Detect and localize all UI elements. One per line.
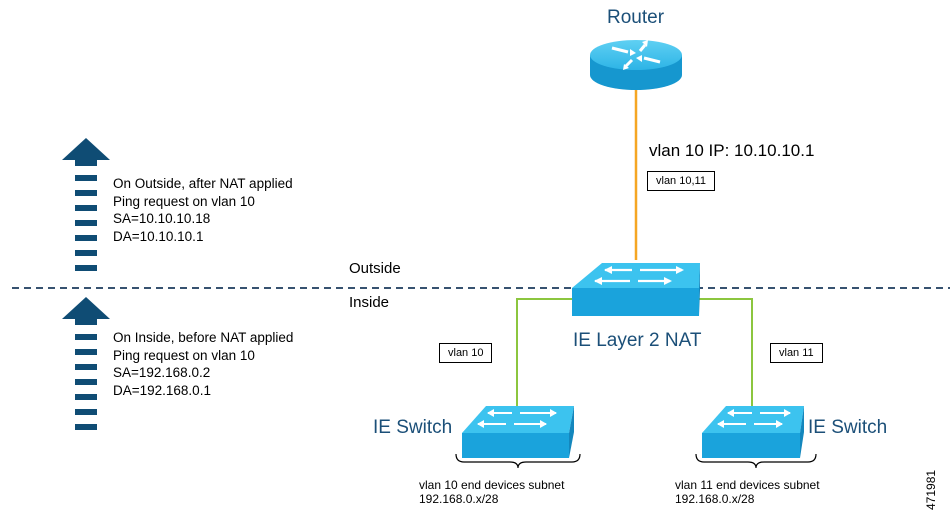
left-vlan-label: vlan 10	[439, 343, 493, 363]
inside-note-line2: Ping request on vlan 10	[113, 347, 255, 363]
left-subnet-brace	[455, 453, 581, 469]
right-subnet-line1: vlan 11 end devices subnet	[675, 478, 820, 492]
left-ie-switch-icon	[462, 406, 574, 458]
inside-note-line4: DA=192.168.0.1	[113, 382, 211, 398]
vlan-ip-label: vlan 10 IP: 10.10.10.1	[649, 141, 815, 160]
right-subnet-brace	[695, 453, 817, 469]
outside-note: On Outside, after NAT applied Ping reque…	[113, 175, 293, 245]
trunk-vlan-label: vlan 10,11	[647, 171, 715, 191]
outside-note-line3: SA=10.10.10.18	[113, 211, 211, 226]
right-subnet-info: vlan 11 end devices subnet 192.168.0.x/2…	[675, 478, 820, 506]
inside-note-line1: On Inside, before NAT applied	[113, 330, 294, 345]
right-switch-label: IE Switch	[808, 417, 888, 438]
router-icon	[590, 40, 682, 90]
left-subnet-line2: 192.168.0.x/28	[419, 492, 499, 506]
inside-note-line3: SA=192.168.0.2	[113, 365, 211, 380]
nat-switch-label: IE Layer 2 NAT	[573, 330, 702, 351]
left-subnet-line1: vlan 10 end devices subnet	[419, 478, 565, 492]
nat-switch-icon	[572, 263, 700, 316]
right-downlink	[698, 298, 753, 412]
outside-zone-label: Outside	[349, 260, 401, 277]
outside-note-line4: DA=10.10.10.1	[113, 228, 204, 244]
left-subnet-info: vlan 10 end devices subnet 192.168.0.x/2…	[419, 478, 564, 506]
inside-flow-arrow	[62, 297, 110, 430]
outside-flow-arrow	[62, 138, 110, 271]
left-downlink	[516, 298, 575, 412]
right-subnet-line2: 192.168.0.x/28	[675, 492, 755, 506]
left-switch-label: IE Switch	[373, 417, 453, 438]
inside-zone-label: Inside	[349, 294, 390, 311]
right-vlan-label: vlan 11	[770, 343, 823, 363]
inside-note: On Inside, before NAT applied Ping reque…	[113, 329, 293, 399]
router-label: Router	[607, 7, 665, 28]
outside-note-line2: Ping request on vlan 10	[113, 193, 255, 209]
outside-note-line1: On Outside, after NAT applied	[113, 176, 293, 191]
right-ie-switch-icon	[702, 406, 804, 458]
figure-id: 471981	[924, 469, 938, 510]
